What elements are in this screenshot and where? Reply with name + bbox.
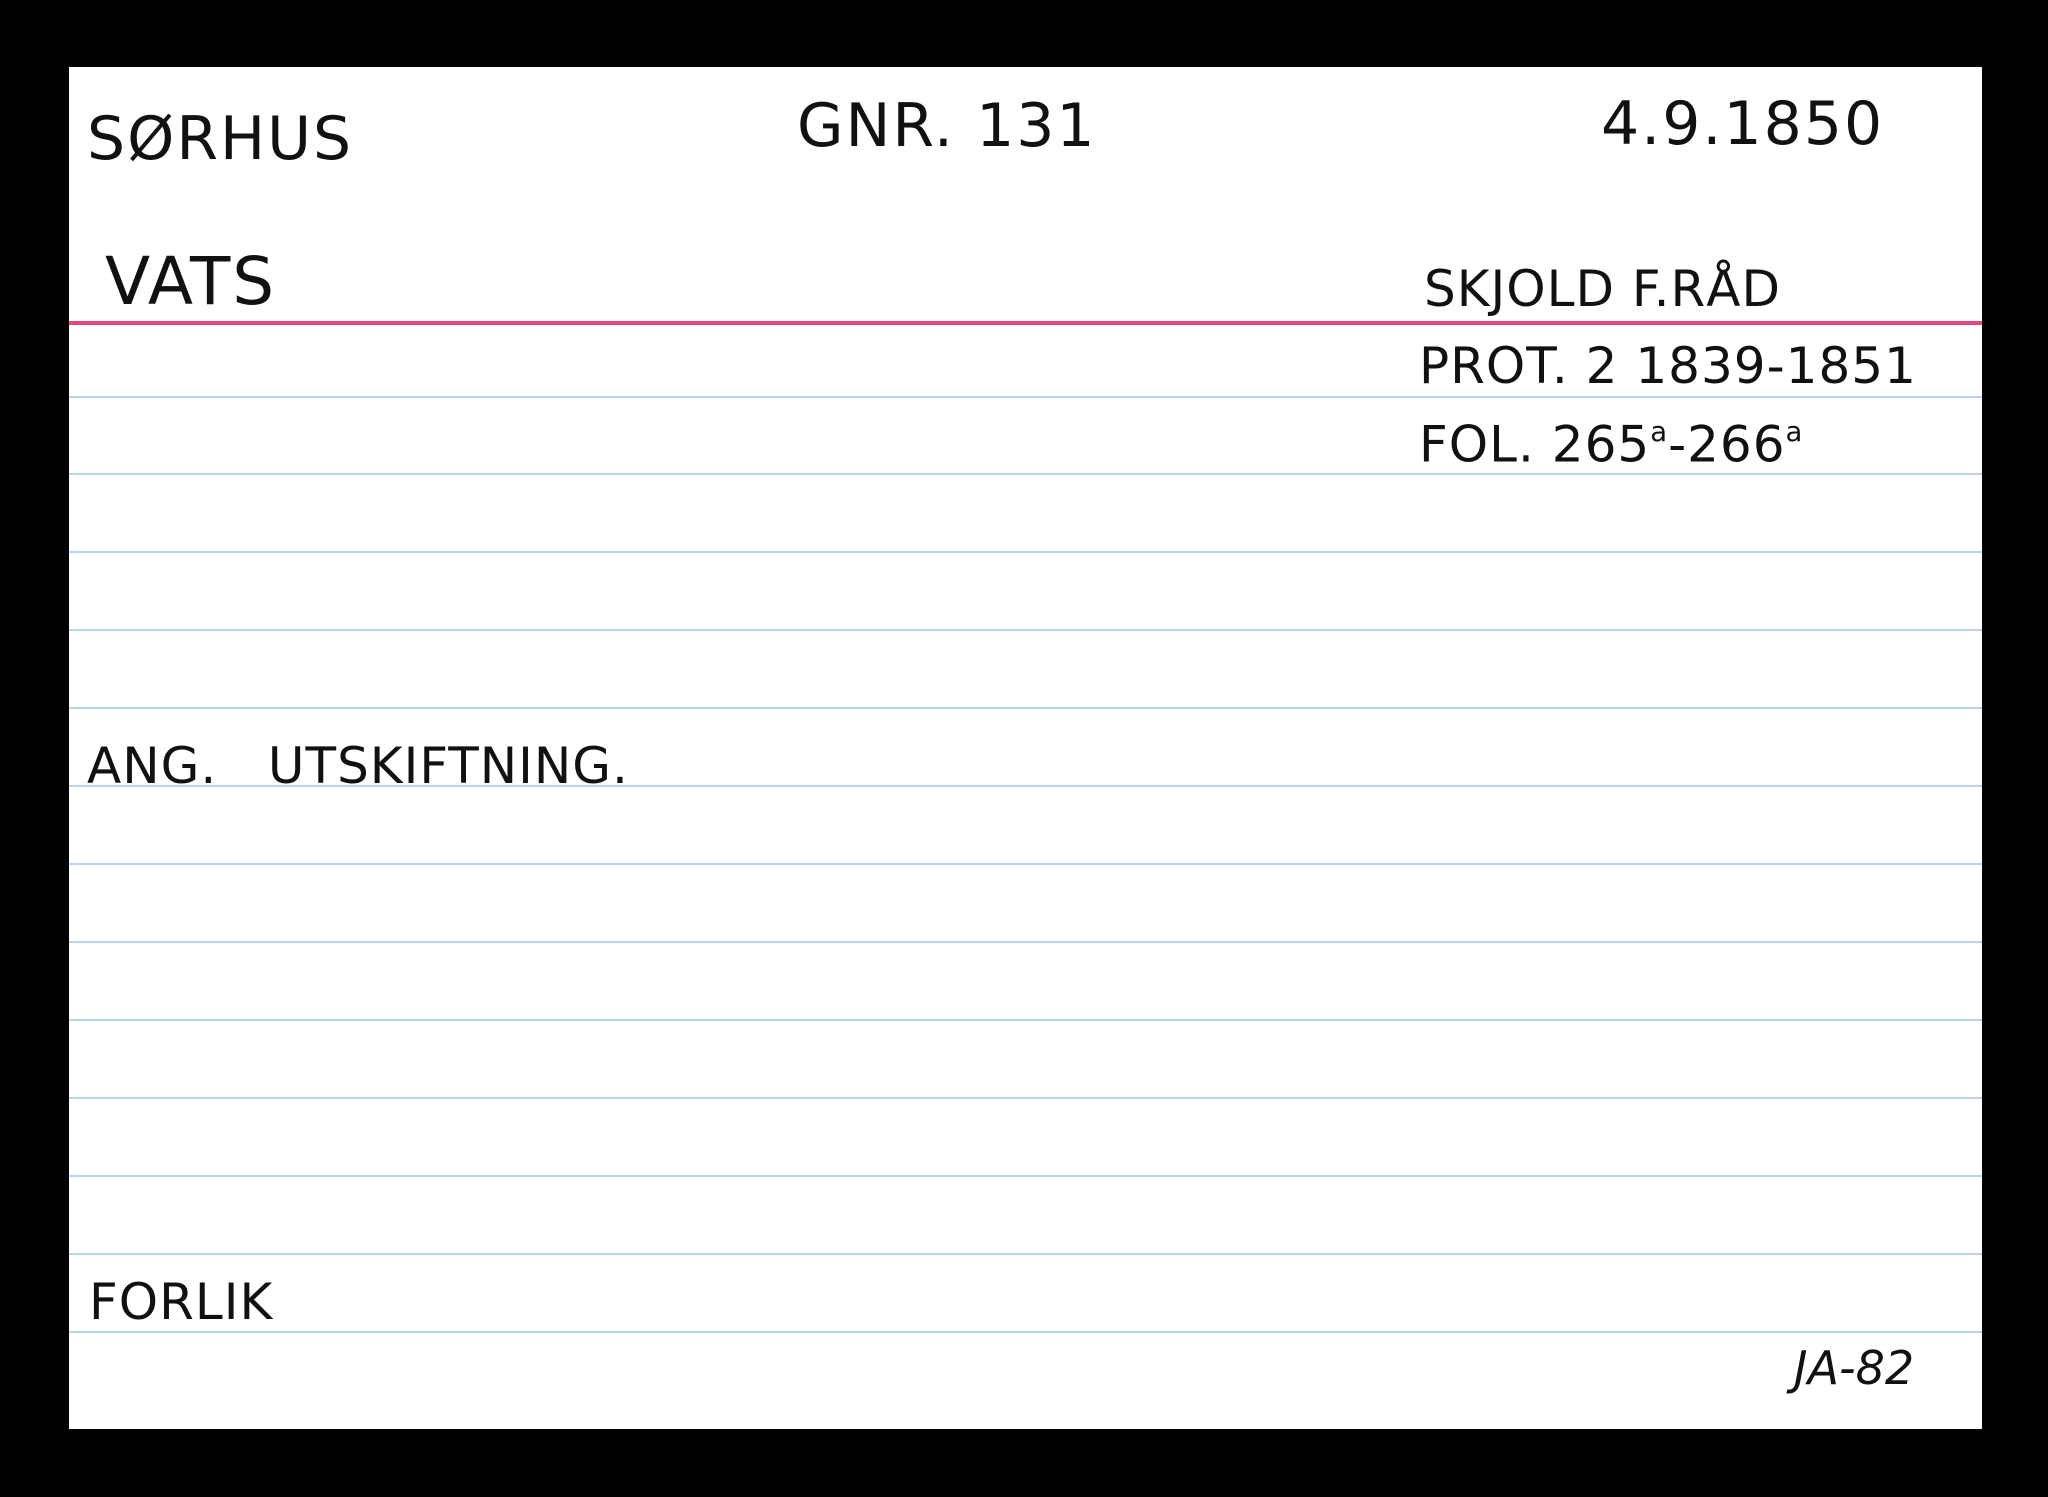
ruled-line [69, 551, 1982, 553]
ruled-line [69, 785, 1982, 787]
index-card: SØRHUS GNR. 131 4.9.1850 VATS SKJOLD F.R… [69, 67, 1982, 1429]
ruled-line [69, 941, 1982, 943]
subject-text: ANG. UTSKIFTNING. [87, 737, 629, 795]
folio-superscript: a [1650, 416, 1669, 448]
court-text: SKJOLD F.RÅD [1424, 260, 1781, 318]
header-rule [69, 321, 1982, 325]
surname-text: SØRHUS [87, 104, 354, 174]
ruled-line [69, 1097, 1982, 1099]
outcome-text: FORLIK [89, 1273, 274, 1331]
ruled-line [69, 629, 1982, 631]
ruled-line [69, 396, 1982, 398]
protocol-text: PROT. 2 1839-1851 [1419, 337, 1917, 395]
ruled-line [69, 473, 1982, 475]
folio-superscript: a [1785, 416, 1804, 448]
archive-ref-text: JA-82 [1794, 1341, 1915, 1395]
folio-prefix: FOL. 265 [1419, 415, 1651, 474]
ruled-line [69, 707, 1982, 709]
folio-middle: -266 [1668, 415, 1786, 474]
gnr-text: GNR. 131 [797, 91, 1097, 161]
date-text: 4.9.1850 [1601, 89, 1885, 159]
place-text: VATS [105, 243, 277, 320]
folio-text: FOL. 265a-266a [1419, 416, 1804, 469]
ruled-line [69, 863, 1982, 865]
ruled-line [69, 1331, 1982, 1333]
ruled-line [69, 1175, 1982, 1177]
ruled-line [69, 1253, 1982, 1255]
ruled-line [69, 1019, 1982, 1021]
